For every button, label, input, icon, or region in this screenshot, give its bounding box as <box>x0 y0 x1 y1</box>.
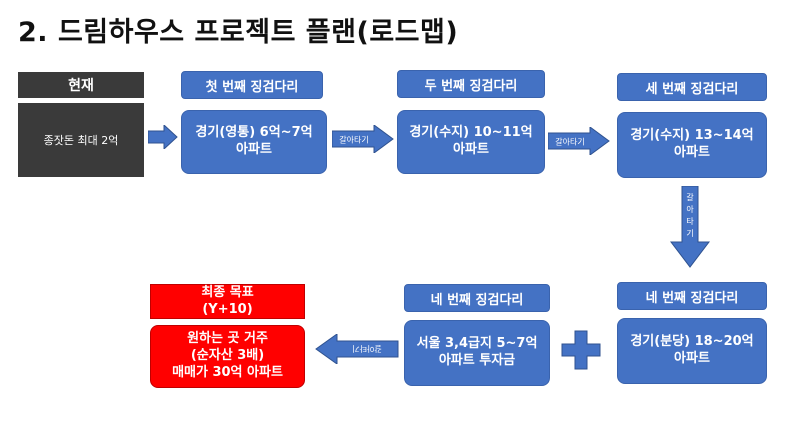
arrow-vertical-char-4: 기 <box>686 229 693 238</box>
step2-box: 경기(수지) 10~11억 아파트 <box>397 110 545 174</box>
arrow-label-2: 갈아타기 <box>555 137 584 147</box>
step1-label: 첫 번째 징검다리 <box>181 71 323 99</box>
step4-box: 경기(분당) 18~20억 아파트 <box>617 318 767 384</box>
step3-box: 경기(수지) 13~14억 아파트 <box>617 112 767 178</box>
current-box: 종잣돈 최대 2억 <box>18 103 144 177</box>
step1-box: 경기(영통) 6억~7억 아파트 <box>181 110 327 174</box>
arrow-label-1: 갈아타기 <box>339 135 368 145</box>
arrow-step5-to-goal: 갈아타기 <box>315 334 399 364</box>
arrow-current-to-step1 <box>148 125 178 149</box>
arrow-step2-to-step3: 갈아타기 <box>548 127 610 155</box>
page-title: 2. 드림하우스 프로젝트 플랜(로드맵) <box>18 17 459 48</box>
plus-icon <box>561 330 601 370</box>
step3-label: 세 번째 징검다리 <box>617 73 767 101</box>
step5-label: 네 번째 징검다리 <box>404 284 550 312</box>
arrow-step3-to-step4: 갈 아 타 기 <box>670 186 710 268</box>
goal-box: 원하는 곳 거주 (순자산 3배) 매매가 30억 아파트 <box>150 325 305 388</box>
current-label: 현재 <box>18 72 144 98</box>
arrow-vertical-char-3: 타 <box>686 217 694 226</box>
step2-label: 두 번째 징검다리 <box>397 70 545 98</box>
arrow-vertical-char-1: 갈 <box>686 193 694 202</box>
arrow-vertical-char-2: 아 <box>686 204 694 214</box>
step4-label: 네 번째 징검다리 <box>617 282 767 310</box>
step5-box: 서울 3,4급지 5~7억 아파트 투자금 <box>404 320 550 386</box>
arrow-step1-to-step2: 갈아타기 <box>332 125 394 153</box>
goal-label: 최종 목표 (Y+10) <box>150 284 305 319</box>
arrow-label-final: 갈아타기 <box>352 344 381 354</box>
